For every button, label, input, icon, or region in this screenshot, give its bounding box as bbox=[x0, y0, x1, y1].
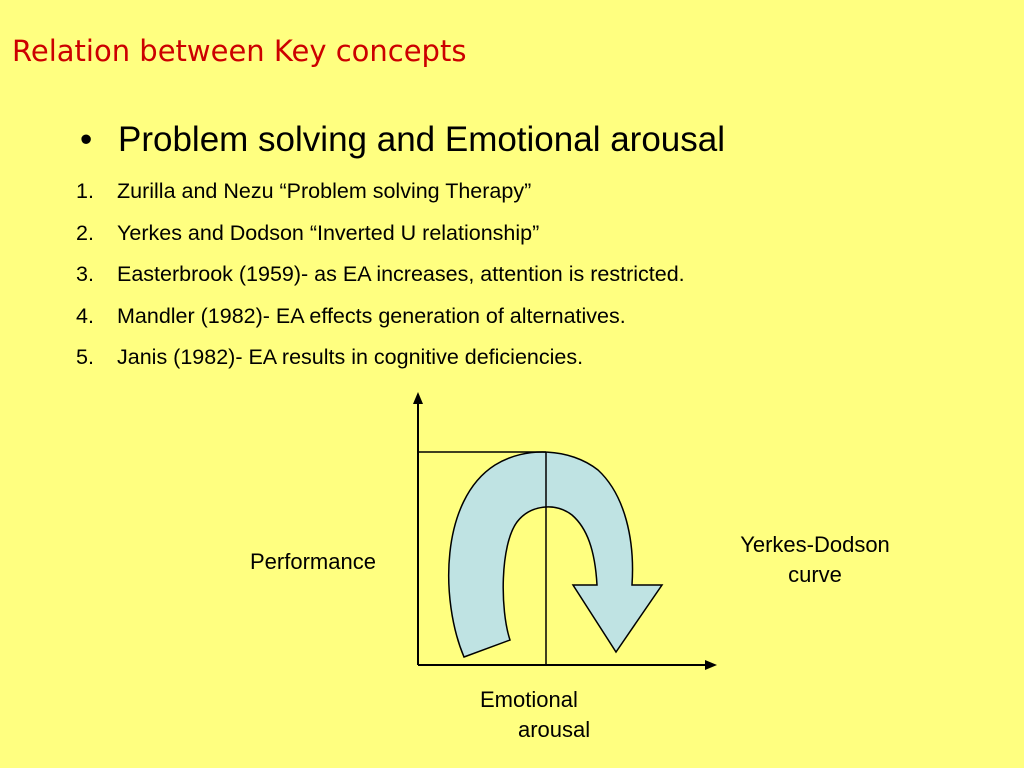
x-axis-label-line1: Emotional bbox=[480, 687, 578, 712]
list-item-number: 5. bbox=[76, 345, 94, 369]
list-item: 3. Easterbrook (1959)- as EA increases, a… bbox=[76, 259, 685, 301]
list-item-number: 2. bbox=[76, 220, 94, 245]
curve-label: Yerkes-Dodson curve bbox=[715, 530, 915, 590]
main-bullet: • Problem solving and Emotional arousal bbox=[80, 120, 725, 160]
list-item-text: Yerkes and Dodson “Inverted U relationsh… bbox=[117, 220, 540, 245]
list-item-number: 4. bbox=[76, 303, 94, 328]
y-axis-label: Performance bbox=[250, 549, 376, 574]
list-item: 4. Mandler (1982)- EA effects generation … bbox=[76, 301, 685, 343]
list-item-text: Easterbrook (1959)- as EA increases, att… bbox=[117, 262, 685, 286]
slide-title: Relation between Key concepts bbox=[12, 34, 467, 68]
list-item-number: 3. bbox=[76, 262, 94, 286]
bullet-dot: • bbox=[80, 120, 93, 159]
x-axis-label: Emotional arousal bbox=[480, 685, 590, 745]
x-axis-arrowhead bbox=[705, 660, 717, 670]
curve-label-line2: curve bbox=[788, 562, 842, 587]
list-item-text: Mandler (1982)- EA effects generation of… bbox=[117, 303, 626, 328]
curve-label-line1: Yerkes-Dodson bbox=[740, 532, 890, 557]
x-axis-label-line2: arousal bbox=[518, 717, 591, 742]
list-item-text: Janis (1982)- EA results in cognitive de… bbox=[117, 345, 584, 369]
y-axis-arrowhead bbox=[413, 392, 423, 404]
list-item-number: 1. bbox=[76, 179, 94, 203]
list-item: 2. Yerkes and Dodson “Inverted U relation… bbox=[76, 218, 685, 260]
numbered-list: 1. Zurilla and Nezu “Problem solving Ther… bbox=[76, 176, 685, 384]
main-bullet-text: Problem solving and Emotional arousal bbox=[118, 120, 725, 159]
list-item: 1. Zurilla and Nezu “Problem solving Ther… bbox=[76, 176, 685, 218]
list-item-text: Zurilla and Nezu “Problem solving Therap… bbox=[117, 179, 532, 203]
curved-arrow-shape bbox=[448, 451, 664, 658]
list-item: 5. Janis (1982)- EA results in cognitive … bbox=[76, 342, 685, 384]
